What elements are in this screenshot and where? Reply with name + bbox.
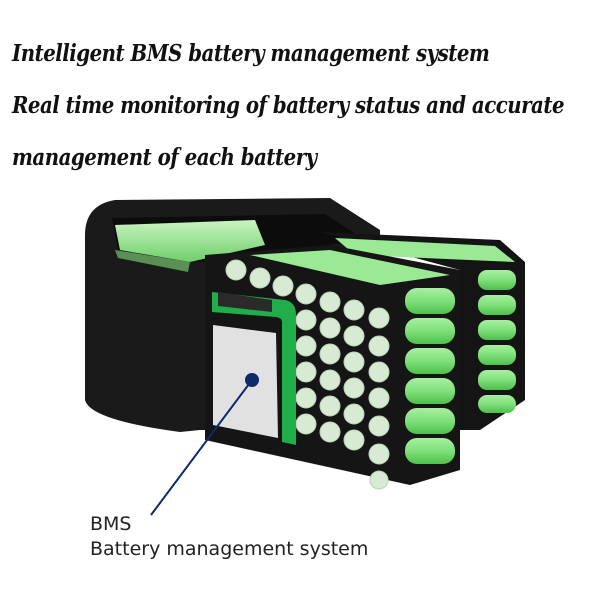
callout-full-name: Battery management system <box>90 538 369 560</box>
headline-line-2: Real time monitoring of battery status a… <box>12 92 565 119</box>
cell-block-front <box>205 245 460 490</box>
cell-end-caps <box>225 259 390 490</box>
headline-line-3: management of each battery <box>12 144 317 171</box>
callout-abbreviation: BMS <box>90 513 132 535</box>
callout-line <box>150 379 253 516</box>
headline-line-1: Intelligent BMS battery management syste… <box>12 40 490 67</box>
